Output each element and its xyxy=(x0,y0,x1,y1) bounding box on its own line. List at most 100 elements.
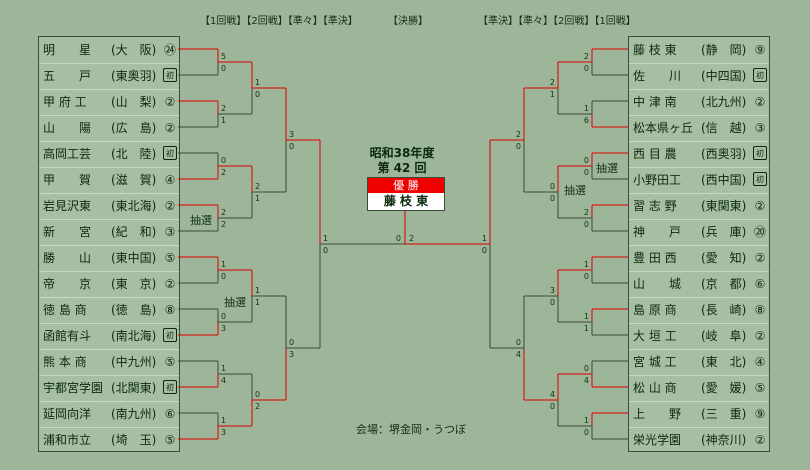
score-label: 2 xyxy=(584,52,589,61)
score-label: 1 xyxy=(255,298,260,307)
row-divider xyxy=(629,115,769,116)
team-name: 宇都宮学園 xyxy=(43,381,104,395)
appearance-count-badge: 初 xyxy=(753,146,767,160)
row-divider xyxy=(629,63,769,64)
team-name: 習 志 野 xyxy=(633,199,677,213)
score-label: 3 xyxy=(221,428,226,437)
appearance-count-badge: ⑤ xyxy=(164,433,176,447)
lottery-note: 抽選 xyxy=(564,183,586,197)
row-divider xyxy=(39,115,179,116)
row-divider xyxy=(39,141,179,142)
appearance-count-badge: ② xyxy=(754,95,766,109)
team-row: 岩見沢東(東北海)② xyxy=(39,193,179,219)
lottery-note: 抽選 xyxy=(596,161,618,175)
team-row: 松本県ヶ丘(信 越)③ xyxy=(629,115,769,141)
team-region: (岐 阜) xyxy=(701,329,747,343)
score-label: 0 xyxy=(584,272,589,281)
team-region: (静 岡) xyxy=(701,43,747,57)
row-divider xyxy=(629,193,769,194)
row-divider xyxy=(629,167,769,168)
row-divider xyxy=(39,63,179,64)
team-name: 松本県ヶ丘 xyxy=(633,121,694,135)
team-region: (滋 賀) xyxy=(111,173,157,187)
team-region: (愛 媛) xyxy=(701,381,747,395)
team-region: (西中国) xyxy=(701,173,747,187)
score-label: 0 xyxy=(289,338,294,347)
team-name: 浦和市立 xyxy=(43,433,92,447)
score-label: 0 xyxy=(584,220,589,229)
team-name: 甲 府 工 xyxy=(43,95,87,109)
appearance-count-badge: ② xyxy=(754,199,766,213)
team-row: 高岡工芸(北 陸)初 xyxy=(39,141,179,167)
score-label: 0 xyxy=(584,364,589,373)
lottery-note: 抽選 xyxy=(190,213,212,227)
score-label: 0 xyxy=(289,142,294,151)
team-row: 甲 賀(滋 賀)④ xyxy=(39,167,179,193)
appearance-count-badge: ② xyxy=(754,251,766,265)
team-row: 上 野(三 重)⑨ xyxy=(629,401,769,427)
team-region: (京 都) xyxy=(701,277,747,291)
row-divider xyxy=(39,375,179,376)
score-label: 0 xyxy=(255,390,260,399)
tournament-title: 昭和38年度 第 42 回 xyxy=(352,146,452,176)
team-name: 小野田工 xyxy=(633,173,682,187)
appearance-count-badge: ⑥ xyxy=(164,407,176,421)
appearance-count-badge: 初 xyxy=(753,172,767,186)
appearance-count-badge: 初 xyxy=(163,328,177,342)
score-label: 1 xyxy=(221,260,226,269)
row-divider xyxy=(629,323,769,324)
row-divider xyxy=(39,271,179,272)
team-name: 山 城 xyxy=(633,277,682,291)
team-row: 勝 山(東中国)⑤ xyxy=(39,245,179,271)
team-name: 松 山 商 xyxy=(633,381,677,395)
team-row: 函館有斗 (南北海) 初 xyxy=(39,323,179,349)
row-divider xyxy=(39,427,179,428)
score-label: 4 xyxy=(584,376,589,385)
appearance-count-badge: ⑤ xyxy=(754,381,766,395)
appearance-count-badge: ② xyxy=(164,277,176,291)
team-row: 延岡向洋(南九州)⑥ xyxy=(39,401,179,427)
score-label: 0 xyxy=(221,312,226,321)
tournament-edition: 第 42 回 xyxy=(377,161,427,175)
score-label: 2 xyxy=(255,182,260,191)
score-label: 2 xyxy=(255,402,260,411)
team-row: 神 戸(兵 庫)⑳ xyxy=(629,219,769,245)
team-row: 新 宮(紀 和)③ xyxy=(39,219,179,245)
score-label: 4 xyxy=(550,390,555,399)
score-label: 1 xyxy=(584,416,589,425)
champion-name: 藤 枝 東 xyxy=(383,194,429,208)
team-row: 藤 枝 東(静 岡)⑨ xyxy=(629,37,769,63)
row-divider xyxy=(629,401,769,402)
appearance-count-badge: ⑤ xyxy=(164,355,176,369)
score-label: 5 xyxy=(221,52,226,61)
team-row: 帝 京(東 京)② xyxy=(39,271,179,297)
team-name: 神 戸 xyxy=(633,225,682,239)
score-label: 2 xyxy=(584,208,589,217)
team-row: 習 志 野 (東関東) ② xyxy=(629,193,769,219)
team-row: 甲 府 工(山 梨)② xyxy=(39,89,179,115)
team-name: 山 陽 xyxy=(43,121,92,135)
team-name: 函館有斗 xyxy=(43,329,92,343)
appearance-count-badge: ㉔ xyxy=(163,43,176,57)
team-region: (西奥羽) xyxy=(701,147,747,161)
team-region: (南九州) xyxy=(111,407,157,421)
right-rounds-header: 【準決】【準々】【2回戦】【1回戦】 xyxy=(478,16,636,27)
score-label: 0 xyxy=(516,338,521,347)
team-row: 西 目 農(西奥羽)初 xyxy=(629,141,769,167)
team-region: (東関東) xyxy=(701,199,747,213)
team-row: 山 城(京 都)⑥ xyxy=(629,271,769,297)
score-label: 0 xyxy=(221,156,226,165)
team-name: 大 垣 工 xyxy=(633,329,677,343)
team-name: 島 原 商 xyxy=(633,303,677,317)
score-label: 0 xyxy=(516,142,521,151)
score-label: 3 xyxy=(289,130,294,139)
team-row: 宇都宮学園(北関東)初 xyxy=(39,375,179,401)
row-divider xyxy=(629,245,769,246)
score-label: 0 xyxy=(550,194,555,203)
team-name: 新 宮 xyxy=(43,225,92,239)
score-label: 2 xyxy=(516,130,521,139)
team-region: (南北海) xyxy=(111,329,157,343)
score-label: 3 xyxy=(550,286,555,295)
